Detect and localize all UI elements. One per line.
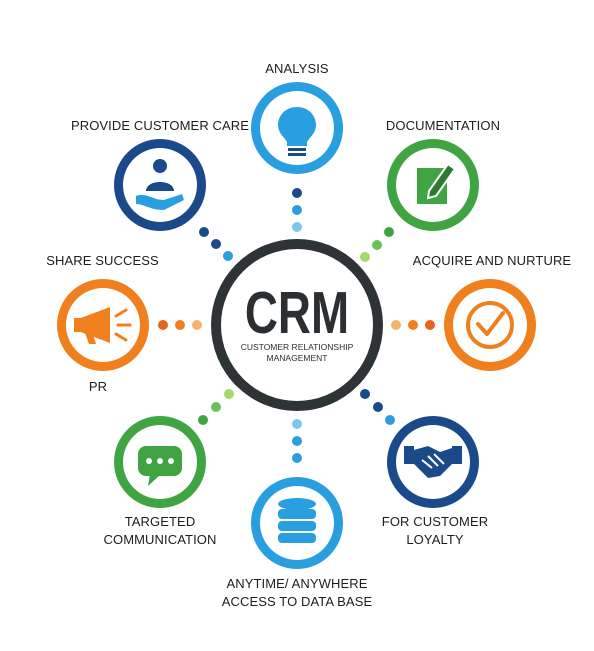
node-analysis xyxy=(251,82,343,174)
node-care xyxy=(114,139,206,231)
hand-person-icon xyxy=(136,159,184,210)
crm-center-ring: CRM CUSTOMER RELATIONSHIP MANAGEMENT xyxy=(211,239,383,411)
connector-loyalty xyxy=(360,389,395,425)
connector-analysis xyxy=(292,188,302,232)
node-pr xyxy=(57,279,149,371)
connector-pr xyxy=(158,320,202,330)
chat-bubble-icon xyxy=(138,446,182,486)
crm-subtitle-line1: CUSTOMER RELATIONSHIP xyxy=(241,342,354,352)
document-pen-icon xyxy=(417,162,457,204)
label-communication: TARGETED COMMUNICATION xyxy=(103,514,217,547)
megaphone-icon xyxy=(74,307,132,344)
label-share-success: SHARE SUCCESS xyxy=(46,253,159,268)
crm-title: CRM xyxy=(245,280,349,346)
label-documentation: DOCUMENTATION xyxy=(385,118,501,133)
node-communication xyxy=(114,416,206,508)
crm-subtitle-line2: MANAGEMENT xyxy=(267,353,328,363)
label-loyalty: FOR CUSTOMER LOYALTY xyxy=(381,514,489,547)
label-acquire: ACQUIRE AND NURTURE xyxy=(412,253,572,268)
connector-documentation xyxy=(360,227,394,262)
connector-communication xyxy=(198,389,234,425)
handshake-icon xyxy=(404,446,462,478)
label-pr: PR xyxy=(88,379,108,394)
connector-care xyxy=(199,227,233,261)
node-documentation xyxy=(387,139,479,231)
checkmark-icon xyxy=(466,301,514,349)
node-database xyxy=(251,477,343,569)
node-acquire xyxy=(444,279,536,371)
label-care: PROVIDE CUSTOMER CARE xyxy=(70,118,250,133)
node-loyalty xyxy=(387,416,479,508)
label-database: ANYTIME/ ANYWHERE ACCESS TO DATA BASE xyxy=(221,576,373,609)
connector-database xyxy=(292,419,302,463)
label-analysis: ANALYSIS xyxy=(265,61,329,76)
database-icon xyxy=(278,498,316,543)
connector-acquire xyxy=(391,320,435,330)
lightbulb-icon xyxy=(278,107,316,156)
